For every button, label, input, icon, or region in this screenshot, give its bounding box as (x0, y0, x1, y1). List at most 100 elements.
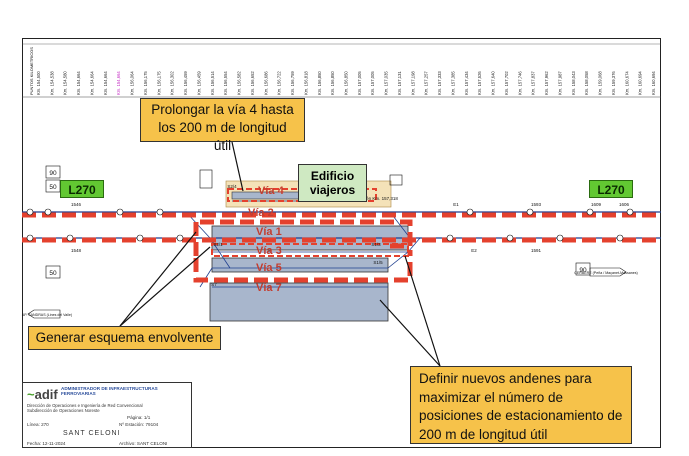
km-label: Km. 159,068 (598, 71, 603, 95)
km-label: Km. 154,664 (103, 71, 108, 95)
km-label: Km. 157,035 (384, 71, 389, 95)
org-name: ADMINISTRADOR DE INFRAESTRUCTURAS FERROV… (61, 386, 189, 397)
highlight-envelope-top (200, 219, 413, 249)
km-label: Km. 158,043 (571, 71, 576, 95)
km-label: Km. 157,987 (557, 71, 562, 95)
km-label: Km. 157,746 (517, 71, 522, 95)
km-label: Km. 157,257 (424, 71, 429, 95)
km-label: Km. 158,058 (584, 71, 589, 95)
km-label: Km. 156,175 (156, 71, 161, 95)
km-label: Km. 156,302 (170, 71, 175, 95)
sub-line-1: Dirección de Operaciones e Ingeniería de… (27, 403, 143, 408)
page-label: Página: (127, 415, 143, 420)
file-row: Archivo: SANT CELONI (119, 441, 167, 446)
signal-label-s1-5: S1/5 (373, 260, 383, 265)
km-label: Km. 157,005 (357, 71, 362, 95)
signal-label-5: 1609 (591, 202, 602, 207)
km-label: Km. 157,198 (410, 71, 415, 95)
km-label: Km. 157,837 (531, 71, 536, 95)
highlight-v3 (211, 243, 409, 257)
platform-km-label: Andén Km. 157,318 (358, 196, 398, 201)
org-line-1: ADMINISTRADOR DE INFRAESTRUCTURAS (61, 386, 158, 391)
km-label: Km. 156,850 (317, 71, 322, 95)
leader-platforms-2 (379, 299, 441, 367)
km-label: Km. 156,514 (210, 71, 215, 95)
line-badge-left: L270 (60, 180, 104, 198)
km-label: Km. 156,459 (196, 71, 201, 95)
line-row: Línea: 270 (27, 422, 49, 427)
km-label: Km. 156,652 (250, 71, 255, 95)
signal-label-4: 1591 (531, 248, 542, 253)
km-label: Km. 157,962 (544, 71, 549, 95)
org-subdirection: Dirección de Operaciones e Ingeniería de… (27, 403, 187, 413)
file-label: Archivo: (119, 441, 136, 446)
km-label: Km. 159,376 (611, 71, 616, 95)
line-label: Línea: (27, 422, 40, 427)
adif-logo: ~adif (27, 387, 58, 402)
title-block: ~adif ADMINISTRADOR DE INFRAESTRUCTURAS … (22, 382, 192, 448)
sub-line-2: Subdirección de Operaciones Noreste (27, 408, 100, 413)
track-label-v4: Vía 4 (258, 185, 284, 197)
km-label: Km. 157,005 (370, 71, 375, 95)
signal-label-3: 1593 (531, 202, 542, 207)
page-value: 1/1 (143, 415, 151, 420)
building-line-2: viajeros (309, 183, 356, 197)
km-label: Km. 156,759 (290, 71, 295, 95)
km-label: Km. 157,526 (477, 71, 482, 95)
track-label-v1: Vía 1 (256, 226, 282, 238)
signal-label-e2: E2 (471, 248, 477, 253)
direction-left: AP. SANDRAS (Lines del Valle) (22, 313, 72, 317)
date-label: Fecha: (27, 441, 42, 446)
signal-label-6: 1606 (619, 202, 630, 207)
km-label: Km. 157,131 (397, 71, 402, 95)
highlight-envelope-bottom (193, 250, 413, 283)
km-label: Km. 156,582 (237, 71, 242, 95)
km-label: Km. 156,064 (130, 71, 135, 95)
speed-limit-2: 50 (49, 184, 57, 191)
km-label: Km. 157,640 (491, 71, 496, 95)
speed-limit-4: 50 (49, 270, 57, 277)
signal-label-1: 1546 (71, 202, 82, 207)
date-value: 12-11-2024 (42, 441, 66, 446)
km-label: Km. 160,694 (651, 71, 656, 95)
track-label-v3: Vía 3 (256, 245, 282, 257)
platform-v5 (211, 257, 389, 273)
signal-label-s1-3: S1/3 (371, 242, 381, 247)
leader-platforms-1 (404, 255, 441, 367)
km-label: Km. 156,175 (143, 71, 148, 95)
station-no-row: Nº Estación: 79104 (119, 422, 158, 427)
page-row: Página: 1/1 (127, 415, 150, 420)
speed-limit-3: 90 (579, 267, 587, 274)
signal-label-s7: S7 (211, 282, 217, 287)
km-label: Km. 154,664 (76, 71, 81, 95)
km-label: Km. 157,385 (451, 71, 456, 95)
leader-extend (231, 141, 244, 192)
km-label: Km. 154,664 (90, 71, 95, 95)
km-label: Km. 156,554 (223, 71, 228, 95)
speed-limit-1: 90 (49, 170, 57, 177)
km-label: Km. 157,434 (464, 71, 469, 95)
building-line-1: Edificio (310, 169, 355, 183)
file-value: SANT CELONI (136, 441, 168, 446)
signal-label-s2-1: S2/1 (213, 242, 223, 247)
callout-new-platforms: Definir nuevos andenes para maximizar el… (410, 366, 632, 444)
leader-envelope-1 (119, 231, 197, 327)
platform-v7 (209, 282, 389, 322)
org-line-2: FERROVIARIAS (61, 391, 96, 397)
station-no-value: 79104 (145, 422, 159, 427)
km-label: Km. 154,538 (49, 71, 54, 95)
track-label-v5: Vía 5 (256, 262, 282, 274)
signal-label-e1: E1 (453, 202, 459, 207)
km-label: Km. 156,850 (330, 71, 335, 95)
line-value: 270 (41, 422, 49, 427)
km-label: Km. 157,702 (504, 71, 509, 95)
station-name: SANT CELONI (63, 430, 121, 437)
track-label-v2: Vía 2 (248, 207, 274, 219)
signal-label-2: 1548 (71, 248, 82, 253)
km-label: Km. 157,333 (437, 71, 442, 95)
date-row: Fecha: 12-11-2024 (27, 441, 66, 446)
km-label: Km. 160,694 (638, 71, 643, 95)
km-label: Km. 156,722 (277, 71, 282, 95)
callout-envelope: Generar esquema envolvente (28, 326, 221, 350)
